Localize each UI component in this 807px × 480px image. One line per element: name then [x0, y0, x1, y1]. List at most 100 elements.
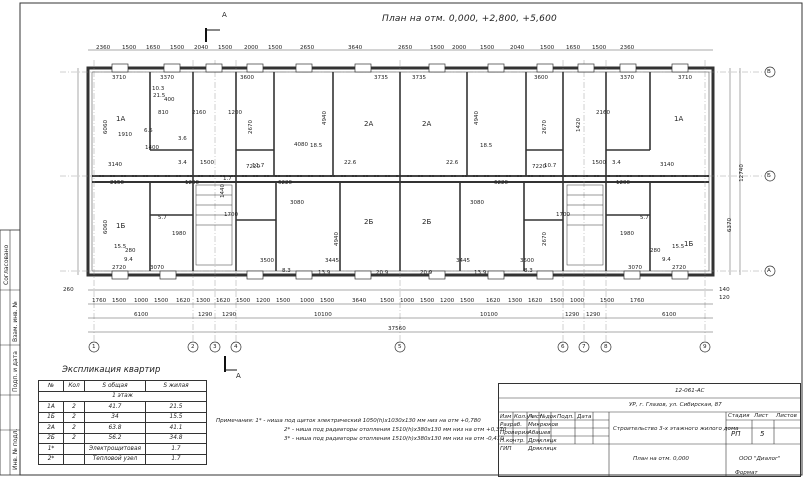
- dimension-label: 3080: [470, 200, 484, 206]
- bottom-total: 1290: [198, 312, 213, 318]
- top-dimension: 1500: [170, 45, 185, 51]
- top-dimension: 2000: [244, 45, 259, 51]
- stamp-col: Дата: [577, 414, 592, 420]
- dimension-label: 1200: [616, 180, 630, 186]
- top-dimension: 2040: [510, 45, 525, 51]
- section-marker-bottom: A: [236, 372, 241, 380]
- bottom-total: 10100: [314, 312, 332, 318]
- stamp-role: Проверил: [500, 430, 529, 436]
- table-cell: 2Б: [38, 432, 64, 444]
- top-dimension: 2040: [194, 45, 209, 51]
- area-label: 10.3: [152, 86, 165, 92]
- bottom-dimension: 1500: [420, 298, 435, 304]
- stamp-col: Лист: [528, 414, 543, 420]
- table-cell: 15.5: [145, 411, 207, 423]
- bottom-total: 10100: [480, 312, 498, 318]
- sheet-title: План на отм. 0,000: [633, 456, 689, 462]
- side-label: Взам. инв. №: [12, 301, 19, 342]
- dimension-label: 4940: [474, 111, 480, 125]
- axis-label: 5: [398, 344, 402, 350]
- bottom-dimension: 1500: [460, 298, 475, 304]
- bottom-dimension: 1200: [440, 298, 455, 304]
- object-name: Строительство 3-х этажного жилого дома: [613, 426, 739, 432]
- axis-label: В: [767, 69, 771, 75]
- dimension-label: 3370: [620, 75, 634, 81]
- table-cell: 2: [63, 401, 85, 413]
- axis-label: 1: [92, 344, 96, 350]
- bottom-dimension: 1000: [570, 298, 585, 304]
- side-label: Инв. № подл.: [12, 428, 19, 470]
- bottom-dimension: 1620: [528, 298, 543, 304]
- dimension-label: 1500: [592, 160, 606, 166]
- table-cell: 2: [63, 422, 85, 434]
- area-label: 8.3: [524, 268, 533, 274]
- bottom-dimension: 1500: [320, 298, 335, 304]
- bottom-dimension: 1500: [236, 298, 251, 304]
- stamp-name: Абашев: [528, 430, 551, 436]
- title-block: 12-061-АС УР, г. Глазов, ул. Сибирская, …: [498, 383, 801, 477]
- notes: Примечания: 1* - ниша под щиток электрич…: [216, 417, 506, 444]
- dimension-label: 1400: [145, 145, 159, 151]
- dimension-label: 1700: [224, 212, 238, 218]
- area-label: 13.9: [474, 270, 487, 276]
- area-label: 10.7: [544, 163, 557, 169]
- side-label: Подп. и дата: [12, 351, 19, 392]
- top-dimension: 1650: [146, 45, 161, 51]
- top-dimension: 1500: [480, 45, 495, 51]
- stamp-role: Разраб.: [500, 422, 522, 428]
- area-label: 18.5: [480, 143, 493, 149]
- dimension-label: 3600: [534, 75, 548, 81]
- dimension-label: 1980: [172, 231, 186, 237]
- bottom-total: 1290: [565, 312, 580, 318]
- side-label: Согласовано: [3, 244, 10, 285]
- table-cell: Электрощитовая: [84, 443, 146, 455]
- area-label: 6.5: [144, 128, 153, 134]
- area-label: 11.7: [252, 163, 265, 169]
- dimension-label: 1980: [620, 231, 634, 237]
- table-cell: Тепловой узел: [84, 453, 146, 465]
- table-header: S жилая: [145, 380, 207, 392]
- table-cell: 1.7: [145, 443, 207, 455]
- area-label: 22.6: [344, 160, 357, 166]
- table-cell: 2: [63, 411, 85, 423]
- dimension-label: 2160: [596, 110, 610, 116]
- bottom-total: 1290: [222, 312, 237, 318]
- dimension-label: 6220: [278, 180, 292, 186]
- bottom-total: 1290: [586, 312, 601, 318]
- dimension-label: 3140: [660, 162, 674, 168]
- company-name: ООО "Диалог": [739, 456, 781, 462]
- bottom-total: 6100: [134, 312, 149, 318]
- vert-dim: 6370: [727, 217, 734, 233]
- bottom-dimension: 1620: [486, 298, 501, 304]
- table-cell: 2*: [38, 453, 64, 465]
- dimension-label: 1200: [185, 180, 199, 186]
- section-marker-top: A: [222, 11, 227, 19]
- dimension-label: 3070: [628, 265, 642, 271]
- dimension-label: 3445: [456, 258, 470, 264]
- dimension-label: 3710: [112, 75, 126, 81]
- area-label: 1.7: [223, 176, 232, 182]
- bottom-dimension: 1500: [380, 298, 395, 304]
- dimension-label: 1700: [556, 212, 570, 218]
- dimension-label: 3600: [240, 75, 254, 81]
- bottom-dimension: 1500: [276, 298, 291, 304]
- area-label: 9.4: [124, 257, 133, 263]
- vert-dim: 6060: [103, 119, 110, 135]
- dimension-label: 2150: [110, 180, 124, 186]
- dimension-label: 1910: [118, 132, 132, 138]
- table-cell: 1А: [38, 401, 64, 413]
- bottom-dimension: 1760: [92, 298, 107, 304]
- room-label: 2А: [364, 120, 374, 128]
- dimension-label: 2720: [672, 265, 686, 271]
- area-label: 15.5: [114, 244, 127, 250]
- table-cell: 56.2: [84, 432, 146, 444]
- area-label: 21.5: [153, 93, 166, 99]
- top-dimension: 2650: [300, 45, 315, 51]
- bottom-dimension: 1000: [400, 298, 415, 304]
- axis-label: 3: [213, 344, 217, 350]
- dimension-label: 2160: [192, 110, 206, 116]
- stamp-name: Дрякляцк: [528, 446, 557, 452]
